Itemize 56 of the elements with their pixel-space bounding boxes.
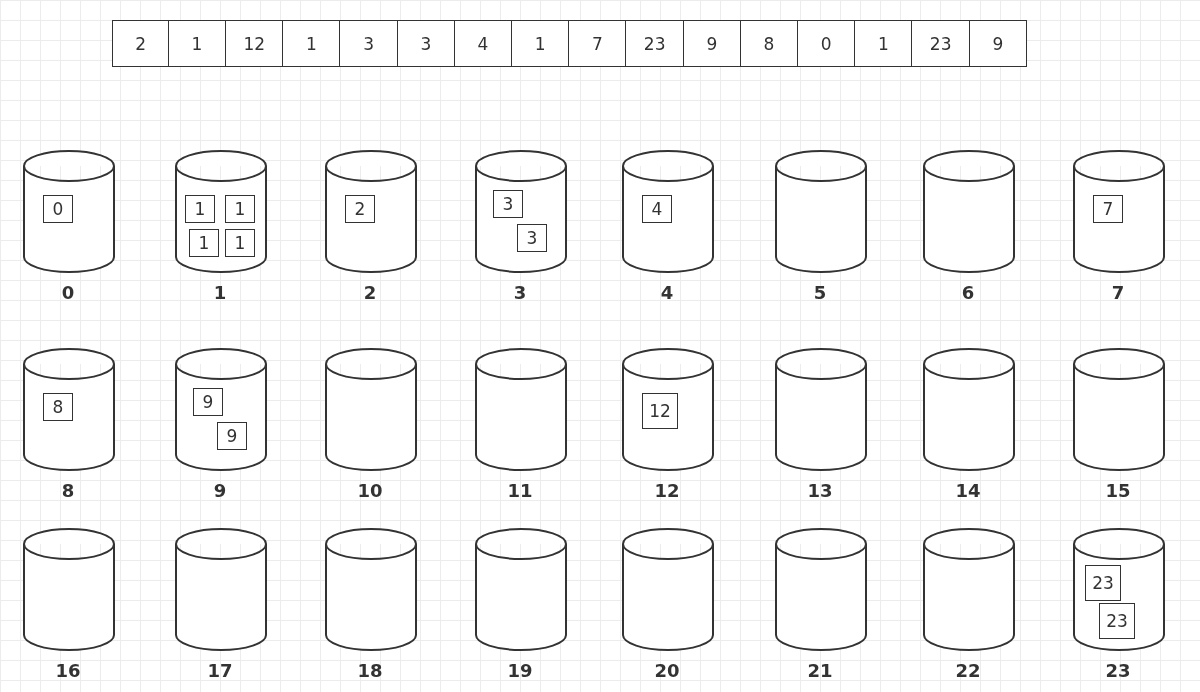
bucket-number: 7 [1110,282,1126,303]
bucket-number: 2 [362,282,378,303]
bucket-number: 23 [1104,660,1132,681]
bucket-number: 13 [806,480,834,501]
bucket-number: 8 [60,480,76,501]
number-box: 2 [345,195,375,223]
array-cell: 8 [739,20,799,67]
number-box: 23 [1085,565,1121,601]
bucket-number: 16 [54,660,82,681]
number-box: 8 [43,393,73,421]
number-box: 1 [189,229,219,257]
array-cell: 1 [167,20,227,67]
number-box: 9 [193,388,223,416]
bucket-number: 4 [659,282,675,303]
bucket-number: 3 [512,282,528,303]
array-cell: 4 [453,20,513,67]
array-cell: 3 [396,20,456,67]
bucket-number: 1 [212,282,228,303]
array-cell: 23 [911,20,970,67]
bucket-number: 15 [1104,480,1132,501]
bucket-number: 11 [506,480,534,501]
number-box: 12 [642,393,678,429]
bucket-number: 5 [812,282,828,303]
array-cell: 12 [224,20,284,67]
array-cell: 3 [339,20,398,67]
array-cell: 9 [682,20,742,67]
number-box: 3 [493,190,523,218]
array-cell: 1 [854,20,913,67]
bucket-number: 9 [212,480,228,501]
bucket-number: 0 [60,282,76,303]
array-cell: 1 [282,20,341,67]
bucket-number: 20 [653,660,681,681]
number-box: 9 [217,422,247,450]
array-cell: 9 [968,20,1028,67]
bucket-number: 21 [806,660,834,681]
bucket-number: 14 [954,480,982,501]
bucket-number: 18 [356,660,384,681]
bucket-number: 6 [960,282,976,303]
number-box: 7 [1093,195,1123,223]
array-cell: 1 [510,20,570,67]
array-cell: 7 [568,20,627,67]
bucket-number: 12 [653,480,681,501]
bucket-number: 19 [506,660,534,681]
bucket-number: 17 [206,660,234,681]
array-cell: 2 [112,20,170,67]
number-box: 0 [43,195,73,223]
number-box: 1 [225,229,255,257]
number-box: 1 [225,195,255,223]
array-cell: 0 [796,20,856,67]
bucket-number: 10 [356,480,384,501]
number-box: 23 [1099,603,1135,639]
array-cell: 23 [625,20,684,67]
number-box: 1 [185,195,215,223]
number-box: 3 [517,224,547,252]
bucket-number: 22 [954,660,982,681]
number-box: 4 [642,195,672,223]
